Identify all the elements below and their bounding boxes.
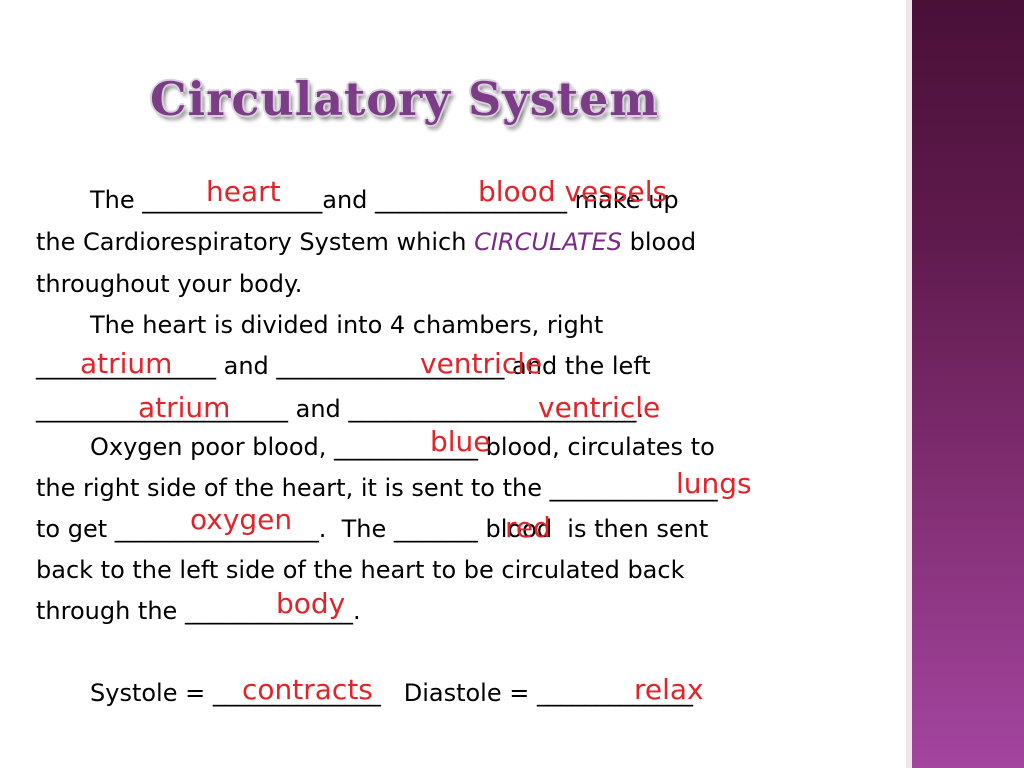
answer-atrium-left: atrium [138, 391, 231, 424]
answer-heart: heart [206, 175, 281, 208]
circulates-emphasis: CIRCULATES [474, 228, 622, 256]
text-line-1: The _______________and ________________ … [90, 186, 679, 214]
text-line-2-start: the Cardiorespiratory System which [36, 228, 475, 256]
answer-red: red [505, 511, 551, 544]
text-line-2: the Cardiorespiratory System which CIRCU… [36, 228, 696, 256]
answer-blue: blue [430, 425, 491, 458]
text-line-5: _______________ and ___________________ … [36, 352, 651, 380]
side-divider [906, 0, 912, 768]
text-line-9: to get _________________. The _______ bl… [36, 515, 709, 543]
answer-contracts: contracts [242, 673, 373, 706]
answer-body: body [276, 587, 346, 620]
answer-oxygen: oxygen [190, 503, 293, 536]
text-line-10: back to the left side of the heart to be… [36, 556, 685, 584]
answer-blood-vessels: blood vessels [478, 175, 668, 208]
answer-atrium-right: atrium [80, 347, 173, 380]
slide-title: Circulatory System [150, 72, 659, 126]
slide: Circulatory System The _______________an… [36, 72, 752, 707]
answer-ventricle-right: ventricle [420, 347, 543, 380]
text-line-4: The heart is divided into 4 chambers, ri… [90, 311, 604, 339]
text-line-6: _____________________ and ______________… [36, 395, 645, 423]
answer-relax: relax [634, 673, 704, 706]
decorative-side-band [912, 0, 1024, 768]
text-line-2-end: blood [622, 228, 697, 256]
text-line-11: through the ______________. [36, 597, 361, 625]
answer-lungs: lungs [676, 467, 752, 500]
answer-ventricle-left: ventricle [538, 391, 661, 424]
text-line-7: Oxygen poor blood, ____________ blood, c… [90, 433, 715, 461]
text-line-12: Systole = ______________ Diastole = ____… [90, 679, 693, 707]
text-line-3: throughout your body. [36, 270, 303, 298]
text-line-8: the right side of the heart, it is sent … [36, 474, 718, 502]
